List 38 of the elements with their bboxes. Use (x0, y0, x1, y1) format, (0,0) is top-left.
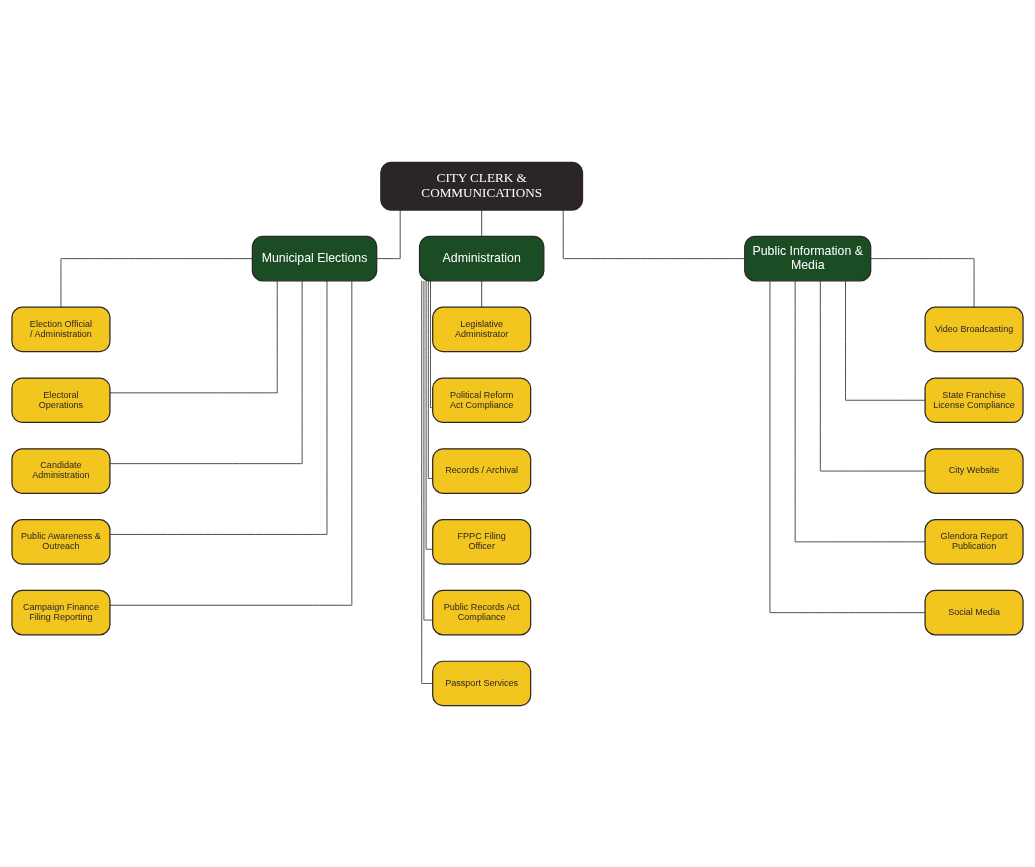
node-box: Municipal Elections (251, 235, 378, 281)
node-box: Public Awareness & Outreach (11, 518, 111, 565)
node-box: CITY CLERK & COMMUNICATIONS (380, 161, 584, 211)
connector (109, 280, 278, 393)
node-box: Legislative Administrator (432, 306, 532, 352)
node-box: FPPC Filing Officer (432, 518, 532, 565)
node-box: Social Media (924, 589, 1024, 635)
node-box: City Website (924, 447, 1024, 494)
node-box: Public Records Act Compliance (432, 589, 532, 635)
connector (60, 257, 253, 307)
connector (425, 280, 433, 550)
node-box: Records / Archival (432, 447, 532, 494)
node-box: Administration (418, 235, 545, 281)
node-box: Glendora Report Publication (924, 518, 1024, 565)
node-box: Passport Services (432, 660, 532, 706)
connector (376, 209, 401, 259)
node-box: Public Information & Media (744, 235, 872, 281)
node-box: Election Official / Administration (11, 306, 111, 352)
connector (794, 280, 926, 542)
node-box: Electoral Operations (11, 376, 111, 423)
connector (109, 280, 328, 535)
connector (109, 280, 303, 464)
connector (427, 280, 433, 479)
connector (430, 280, 433, 408)
connector (819, 280, 926, 471)
connector (481, 209, 483, 237)
connector (109, 280, 353, 606)
node-box: Video Broadcasting (924, 306, 1024, 352)
connector (481, 280, 483, 308)
node-box: Candidate Administration (11, 447, 111, 494)
connector (423, 280, 434, 620)
connector (845, 280, 926, 401)
connector (769, 280, 926, 613)
connector (562, 209, 745, 259)
node-box: State Franchise License Compliance (924, 376, 1024, 423)
node-box: Campaign Finance Filing Reporting (11, 589, 111, 635)
connector (870, 257, 975, 307)
node-box: Political Reform Act Compliance (432, 376, 532, 423)
